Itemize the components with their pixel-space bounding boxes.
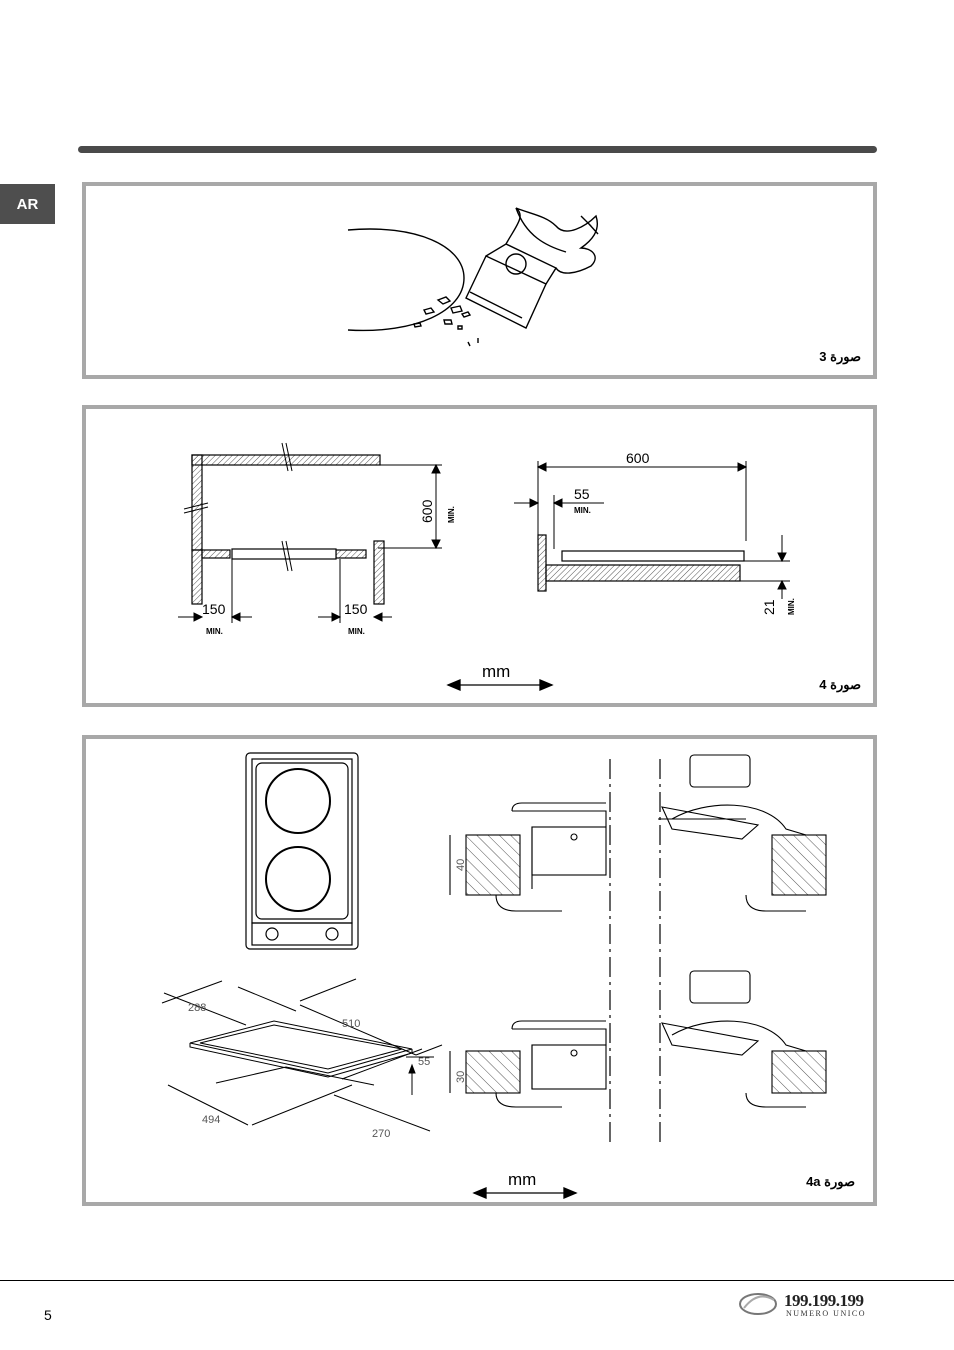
figure-4a-panel: 288 510 55 494 270 40: [82, 735, 877, 1206]
logo-number: 199.199.199: [784, 1291, 864, 1310]
installation-cross-section-30: [449, 970, 827, 1108]
service-logo: 199.199.199 NUMERO UNICO: [736, 1288, 876, 1322]
dim-right-min: MIN.: [348, 627, 365, 636]
dim-55: 55: [418, 1056, 430, 1068]
dim-depth-min: MIN.: [787, 598, 796, 615]
logo-emblem-icon: [739, 1293, 777, 1315]
figure-4a-caption: صورة 4a: [806, 1174, 855, 1189]
hob-top-view: [245, 752, 359, 950]
dim-30: 30: [455, 1071, 467, 1083]
scraper-illustration: [347, 207, 599, 347]
centerlines: [609, 759, 661, 1147]
figure-4-caption: صورة 4: [819, 677, 861, 692]
header-rule: [78, 146, 877, 153]
logo-subtitle: NUMERO UNICO: [786, 1309, 866, 1318]
dim-height-min: MIN.: [447, 506, 456, 523]
page-number: 5: [44, 1307, 52, 1323]
dim-288: 288: [188, 1002, 206, 1014]
language-tab: AR: [0, 184, 55, 224]
unit-label-fig4a: mm: [508, 1170, 536, 1189]
dim-width-600: 600: [626, 450, 650, 466]
dim-left-150: 150: [202, 601, 226, 617]
dim-510: 510: [342, 1018, 360, 1030]
installation-clearance-diagram: 150 MIN. 150 MIN. 600 MIN.: [178, 442, 796, 691]
dim-right-150: 150: [344, 601, 368, 617]
footer-rule: [0, 1280, 954, 1281]
dim-494: 494: [202, 1114, 220, 1126]
figure-3-caption: صورة 3: [819, 349, 861, 364]
installation-cross-section-40: [449, 754, 827, 912]
dim-depth-21: 21: [761, 599, 777, 615]
unit-label-fig4: mm: [482, 662, 510, 681]
figure-4-panel: 150 MIN. 150 MIN. 600 MIN.: [82, 405, 877, 707]
dim-270: 270: [372, 1128, 390, 1140]
product-dimensions-diagram: 288 510 55 494 270 40: [161, 752, 827, 1199]
dim-40: 40: [455, 859, 467, 871]
dim-side-min: MIN.: [574, 506, 591, 515]
figure-3-panel: صورة 3: [82, 182, 877, 379]
dim-left-min: MIN.: [206, 627, 223, 636]
dim-height-600: 600: [419, 499, 435, 523]
hob-perspective-view: [161, 978, 443, 1132]
dim-side-55: 55: [574, 486, 590, 502]
